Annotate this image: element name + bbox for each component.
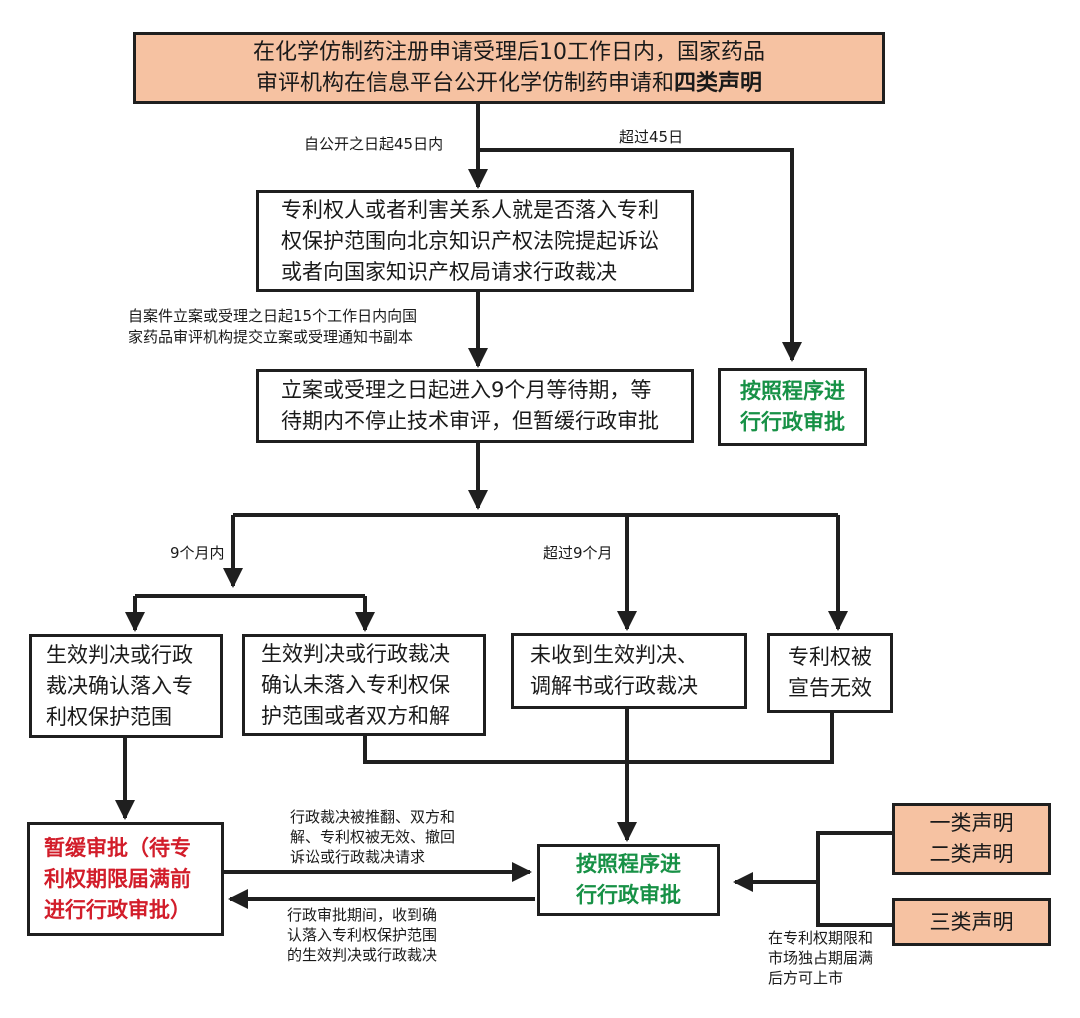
top-line-2-text: 审评机构在信息平台公开化学仿制药申请和 — [255, 71, 674, 96]
confirm-in-line-1: 生效判决或行政 — [46, 642, 193, 667]
label-during-review-3: 的生效判决或行政裁决 — [287, 946, 438, 964]
lawsuit-line-3: 或者向国家知识产权局请求行政裁决 — [281, 259, 617, 284]
approve-center-box: 按照程序进 行行政审批 — [537, 844, 720, 916]
label-within-9-months: 9个月内 — [170, 544, 225, 562]
confirm-out-line-1: 生效判决或行政裁决 — [261, 641, 450, 666]
no-judgment-box: 未收到生效判决、 调解书或行政裁决 — [511, 633, 747, 709]
confirm-out-line-3: 护范围或者双方和解 — [261, 703, 450, 728]
suspend-line-2: 利权期限届满前 — [44, 866, 191, 891]
label-case-filed-1: 自案件立案或受理之日起15个工作日内向国 — [128, 307, 418, 325]
declaration-1-text: 一类声明 — [929, 811, 1014, 835]
lawsuit-line-1: 专利权人或者利害关系人就是否落入专利 — [281, 197, 659, 222]
waiting-line-1: 立案或受理之日起进入9个月等待期，等 — [281, 378, 652, 402]
label-overturned-3: 诉讼或行政裁决请求 — [290, 848, 426, 866]
invalid-line-1: 专利权被 — [788, 645, 872, 669]
confirm-out-box: 生效判决或行政裁决 确认未落入专利权保 护范围或者双方和解 — [242, 634, 486, 736]
label-case-filed-2: 家药品审评机构提交立案或受理通知书副本 — [128, 328, 414, 346]
confirm-out-line-2: 确认未落入专利权保 — [261, 672, 450, 697]
lawsuit-box: 专利权人或者利害关系人就是否落入专利 权保护范围向北京知识产权法院提起诉讼 或者… — [256, 190, 694, 292]
top-box: 在化学仿制药注册申请受理后10工作日内，国家药品 审评机构在信息平台公开化学仿制… — [133, 32, 885, 104]
confirm-in-line-3: 利权保护范围 — [46, 704, 172, 729]
label-during-review-2: 认落入专利权保护范围 — [287, 926, 438, 944]
label-overturned-1: 行政裁决被推翻、双方和 — [290, 808, 456, 826]
suspend-approval-box: 暂缓审批（待专 利权期限届满前 进行行政审批） — [27, 822, 224, 936]
approve-right-line-1: 按照程序进 — [740, 379, 845, 403]
suspend-line-3: 进行行政审批） — [44, 897, 191, 922]
approve-right-line-2: 行行政审批 — [740, 410, 845, 434]
approve-center-line-1: 按照程序进 — [576, 852, 681, 876]
declarations-merge — [816, 831, 892, 927]
label-market-after-1: 在专利权期限和 — [768, 929, 874, 947]
declaration-2-text: 二类声明 — [929, 842, 1014, 866]
lawsuit-line-2: 权保护范围向北京知识产权法院提起诉讼 — [281, 228, 659, 253]
label-over-9-months: 超过9个月 — [543, 544, 613, 562]
waiting-line-2: 待期内不停止技术审评，但暂缓行政审批 — [281, 409, 659, 433]
top-line-1: 在化学仿制药注册申请受理后10工作日内，国家药品 — [253, 40, 765, 65]
label-market-after-2: 市场独占期届满 — [768, 949, 874, 967]
top-line-2: 审评机构在信息平台公开化学仿制药申请和四类声明 — [256, 68, 762, 99]
no-judgment-line-2: 调解书或行政裁决 — [530, 674, 698, 698]
arrow-top-to-approve-right — [478, 148, 802, 362]
merge-line — [363, 713, 834, 764]
waiting-period-box: 立案或受理之日起进入9个月等待期，等 待期内不停止技术审评，但暂缓行政审批 — [256, 369, 694, 443]
invalid-line-2: 宣告无效 — [788, 676, 872, 700]
four-declarations-text: 四类声明 — [674, 71, 763, 96]
suspend-line-1: 暂缓审批（待专 — [44, 835, 191, 860]
declaration-3-text: 三类声明 — [929, 909, 1014, 934]
confirm-in-box: 生效判决或行政 裁决确认落入专 利权保护范围 — [29, 634, 223, 738]
label-over-45-days: 超过45日 — [619, 128, 684, 146]
declaration-1-2-box: 一类声明 二类声明 — [892, 803, 1051, 875]
approve-center-line-2: 行行政审批 — [576, 883, 681, 907]
label-overturned-2: 解、专利权被无效、撤回 — [290, 828, 456, 846]
approve-right-box: 按照程序进 行行政审批 — [718, 368, 867, 446]
declaration-3-box: 三类声明 — [892, 898, 1051, 946]
label-during-review-1: 行政审批期间，收到确 — [287, 906, 438, 924]
no-judgment-line-1: 未收到生效判决、 — [530, 643, 698, 667]
label-within-45-days: 自公开之日起45日内 — [304, 135, 444, 153]
patent-invalid-box: 专利权被 宣告无效 — [767, 633, 893, 713]
confirm-in-line-2: 裁决确认落入专 — [46, 673, 193, 698]
label-market-after-3: 后方可上市 — [768, 969, 844, 987]
